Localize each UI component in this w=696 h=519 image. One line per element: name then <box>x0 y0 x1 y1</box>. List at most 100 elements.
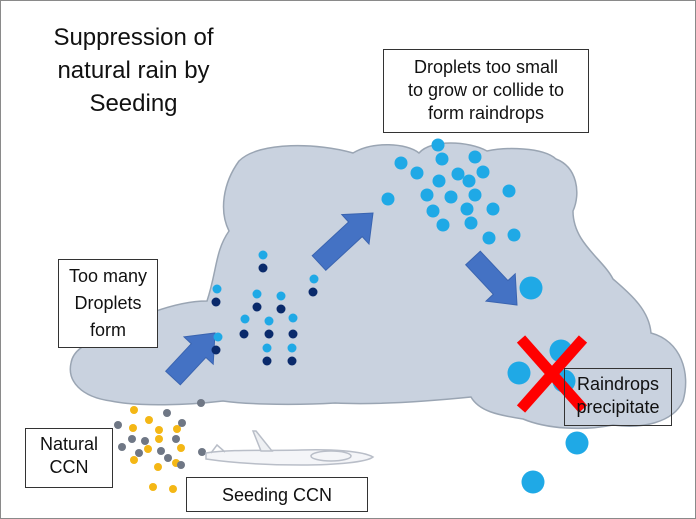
title-line: Seeding <box>89 90 178 117</box>
label-line: precipitate <box>576 397 660 417</box>
droplet <box>276 291 286 301</box>
ccn-particle <box>173 425 181 433</box>
droplets-too-small-box: Droplets too small to grow or collide to… <box>383 49 589 133</box>
arrow-icon <box>464 250 518 306</box>
droplet <box>502 184 516 198</box>
droplet <box>309 274 319 284</box>
ccn-particle <box>135 449 143 457</box>
droplet <box>451 167 465 181</box>
droplet <box>252 289 262 299</box>
ccn-particle <box>197 399 205 407</box>
label-line: Droplets too small <box>413 57 559 77</box>
ccn-particle <box>154 463 162 471</box>
ccn-particle <box>149 483 157 491</box>
ccn-particle <box>157 447 165 455</box>
too-many-droplets-box: Too many Droplets form <box>58 259 158 348</box>
ccn-particle <box>172 435 180 443</box>
raindrops-precipitate-box: Raindrops precipitate <box>564 368 672 426</box>
ccn-particle <box>198 448 206 456</box>
droplet <box>239 329 249 339</box>
droplets-too-small-label: Droplets too small to grow or collide to… <box>384 56 588 125</box>
droplet <box>432 174 446 188</box>
droplet <box>436 218 450 232</box>
ccn-particle <box>130 406 138 414</box>
droplet <box>486 202 500 216</box>
label-line: Natural <box>39 434 99 454</box>
ccn-particle <box>144 445 152 453</box>
ccn-particle <box>128 435 136 443</box>
droplet <box>444 190 458 204</box>
droplet <box>287 356 297 366</box>
droplet <box>288 313 298 323</box>
label-line: Droplets <box>74 293 142 313</box>
ccn-particle <box>155 426 163 434</box>
ccn-particle <box>145 416 153 424</box>
droplet <box>262 343 272 353</box>
droplet <box>462 174 476 188</box>
title-line: Suppression of <box>53 24 214 51</box>
droplet <box>258 263 268 273</box>
label-line: to grow or collide to <box>407 80 565 100</box>
droplet <box>258 250 268 260</box>
droplet <box>240 314 250 324</box>
ccn-particle <box>129 424 137 432</box>
droplet <box>468 150 482 164</box>
droplet <box>420 188 434 202</box>
droplet <box>308 287 318 297</box>
droplet <box>264 329 274 339</box>
droplet <box>211 297 221 307</box>
arrow-icon <box>311 212 374 272</box>
droplet <box>212 284 222 294</box>
droplet <box>519 276 543 300</box>
too-many-droplets-label: Too many Droplets form <box>59 263 157 344</box>
ccn-particle <box>114 421 122 429</box>
cross-icon <box>516 335 588 413</box>
droplet <box>410 166 424 180</box>
natural-ccn-box: Natural CCN <box>25 428 113 488</box>
title-line: natural rain by <box>57 57 210 84</box>
droplet <box>287 343 297 353</box>
droplet <box>426 204 440 218</box>
seeding-ccn-label: Seeding CCN <box>221 485 333 505</box>
droplet <box>262 356 272 366</box>
droplet <box>288 329 298 339</box>
droplet <box>464 216 478 230</box>
ccn-particle <box>130 456 138 464</box>
airplane-icon <box>205 430 375 466</box>
droplet <box>468 188 482 202</box>
label-line: Raindrops <box>576 374 660 394</box>
droplet <box>565 431 589 455</box>
ccn-particle <box>164 454 172 462</box>
droplet <box>521 470 545 494</box>
droplet <box>507 228 521 242</box>
droplet <box>476 165 490 179</box>
ccn-particles <box>114 399 206 493</box>
seeding-ccn-box: Seeding CCN <box>186 477 368 512</box>
label-line: form raindrops <box>427 103 545 123</box>
droplet <box>460 202 474 216</box>
ccn-particle <box>177 461 185 469</box>
droplet <box>394 156 408 170</box>
ccn-particle <box>155 435 163 443</box>
ccn-particle <box>169 485 177 493</box>
ccn-particle <box>177 444 185 452</box>
droplet <box>211 345 221 355</box>
droplet <box>381 192 395 206</box>
droplet <box>264 316 274 326</box>
ccn-particle <box>141 437 149 445</box>
droplet <box>507 361 531 385</box>
natural-ccn-label: Natural CCN <box>26 433 112 479</box>
droplet <box>276 304 286 314</box>
droplet <box>431 138 445 152</box>
raindrops-precipitate-label: Raindrops precipitate <box>565 373 671 419</box>
droplet <box>213 332 223 342</box>
droplet <box>435 152 449 166</box>
arrows <box>164 212 518 386</box>
droplet <box>482 231 496 245</box>
diagram-title: Suppression of natural rain by Seeding <box>21 21 246 120</box>
arrow-icon <box>164 332 216 386</box>
label-line: Too many <box>68 266 148 286</box>
label-line: form <box>90 320 126 340</box>
